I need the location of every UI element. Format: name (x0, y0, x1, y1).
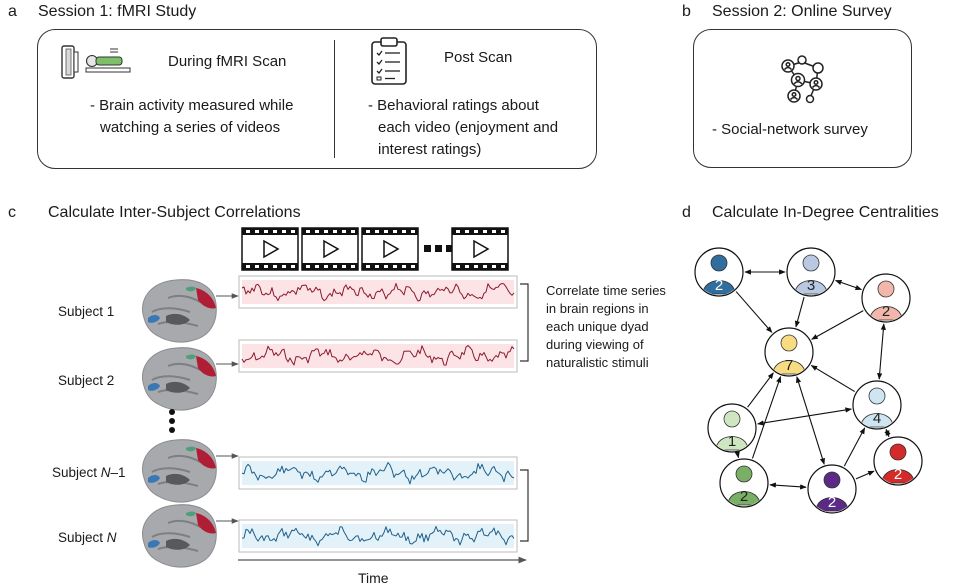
node-label-n9: 2 (894, 466, 902, 483)
play-icon (473, 239, 490, 259)
network-node-n1: 2 (694, 247, 744, 297)
network-node-n8: 2 (807, 464, 857, 514)
brain-1 (142, 279, 217, 343)
panel-c-title: Calculate Inter-Subject Correlations (48, 204, 301, 221)
time-series-1 (238, 275, 518, 309)
bracket-bottom (520, 469, 529, 542)
network-graph: 2 3 2 7 4 1 2 2 2 (694, 247, 923, 514)
subject-2-label: Subject 2 (58, 373, 115, 388)
post-scan-heading: Post Scan (444, 49, 513, 66)
during-scan-line1: - Brain activity measured while (90, 97, 294, 114)
post-scan-line2: each video (enjoyment and (378, 119, 559, 136)
panel-a-title: Session 1: fMRI Study (38, 3, 197, 20)
edge-n8-n5 (843, 427, 866, 467)
panel-b-title: Session 2: Online Survey (712, 3, 892, 20)
node-label-n3: 2 (882, 303, 890, 320)
network-node-n4: 7 (764, 327, 814, 377)
person-icon (772, 334, 806, 375)
isc-diagram (142, 227, 529, 568)
person-icon (881, 443, 915, 484)
edge-n6-n4 (747, 372, 774, 408)
time-series-2 (238, 339, 518, 373)
subject-ellipsis (169, 409, 175, 433)
fmri-scanner-icon (61, 45, 131, 79)
edge-n3-n4 (811, 310, 864, 340)
ellipsis-dots (424, 245, 453, 252)
bracket-top (520, 283, 529, 362)
brain-4 (142, 504, 217, 568)
person-icon (869, 280, 903, 321)
person-icon (815, 471, 849, 512)
edge-n5-n4 (810, 364, 856, 393)
person-icon (794, 254, 828, 295)
edge-n5-n9 (884, 428, 891, 438)
network-node-n5: 4 (852, 380, 902, 430)
correlation-note: Correlate time series in brain regions i… (546, 283, 666, 370)
play-icon (323, 239, 340, 259)
network-node-n9: 2 (873, 436, 923, 486)
subject-1-label: Subject 1 (58, 304, 115, 319)
node-label-n5: 4 (873, 410, 881, 427)
edge-n6-n5 (757, 407, 852, 426)
network-node-n7: 2 (719, 458, 769, 508)
time-axis-label: Time (358, 570, 389, 586)
post-scan-line1: - Behavioral ratings about (368, 97, 539, 114)
time-series-3 (238, 456, 518, 490)
edge-n1-n4 (735, 291, 773, 333)
node-label-n6: 1 (728, 433, 736, 450)
panel-d-letter: d (682, 204, 691, 221)
subject-n-label: Subject N (58, 530, 117, 545)
survey-session-box: - Social-network survey (693, 29, 912, 168)
node-label-n8: 2 (828, 494, 836, 511)
survey-line1: - Social-network survey (712, 121, 868, 138)
panel-d-title: Calculate In-Degree Centralities (712, 204, 939, 221)
play-icon (263, 239, 280, 259)
node-label-n7: 2 (740, 488, 748, 505)
edge-n7-n8 (769, 482, 807, 490)
video-frame-1 (241, 227, 299, 271)
node-label-n1: 2 (715, 277, 723, 294)
edge-n2-n4 (794, 296, 805, 328)
network-node-n6: 1 (707, 403, 757, 453)
person-icon (702, 254, 736, 295)
fmri-session-box: During fMRI Scan - Brain activity measur… (37, 29, 597, 169)
during-scan-line2: watching a series of videos (100, 119, 281, 136)
subject-n-minus-1-label: Subject N–1 (52, 465, 126, 480)
clipboard-icon (371, 37, 407, 85)
edge-n3-n5 (877, 323, 886, 380)
play-icon (383, 239, 400, 259)
person-icon (860, 387, 894, 428)
video-frame-4 (451, 227, 509, 271)
edge-n8-n4 (796, 376, 825, 465)
brain-2 (142, 347, 217, 411)
person-icon (727, 465, 761, 506)
panel-b-letter: b (682, 3, 691, 20)
panel-c-letter: c (8, 204, 16, 221)
network-node-n3: 2 (861, 273, 911, 323)
session-divider (334, 40, 336, 158)
node-label-n4: 7 (785, 357, 793, 374)
brain-3 (142, 439, 217, 503)
video-frame-3 (361, 227, 419, 271)
edge-n7-n4 (751, 375, 782, 459)
panel-a-letter: a (8, 3, 17, 20)
video-filmstrip (241, 227, 509, 271)
person-icon (715, 410, 749, 451)
post-scan-line3: interest ratings) (378, 141, 482, 158)
social-network-icon (781, 55, 824, 104)
edge-n6-n7 (734, 451, 740, 459)
time-series-4 (238, 519, 518, 553)
during-scan-heading: During fMRI Scan (168, 53, 287, 70)
node-label-n2: 3 (807, 277, 815, 294)
edge-n8-n9 (855, 470, 875, 480)
video-frame-2 (301, 227, 359, 271)
edge-n2-n3 (834, 279, 863, 291)
network-node-n2: 3 (786, 247, 836, 297)
